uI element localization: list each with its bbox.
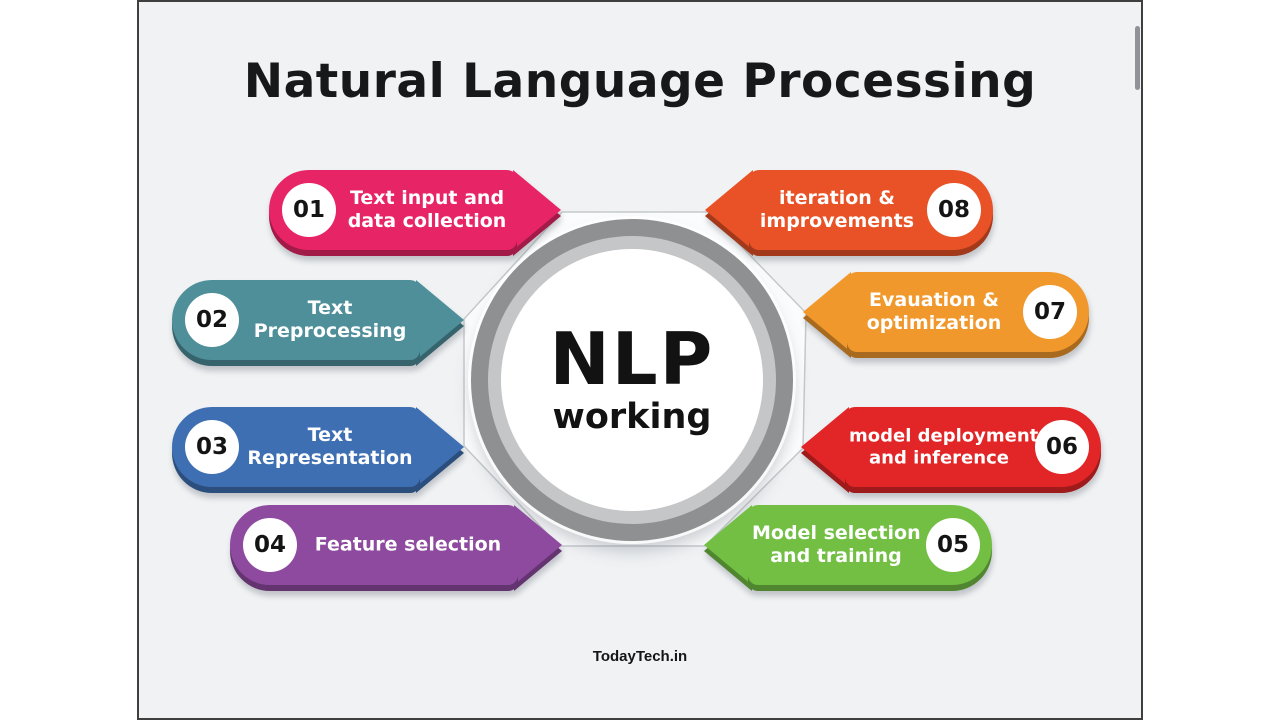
step-label: iteration & improvements	[759, 187, 915, 232]
hub-subheading: working	[552, 397, 712, 437]
scrollbar-thumb[interactable]	[1135, 26, 1140, 90]
badge-arrow-tip	[801, 407, 849, 487]
step-number: 03	[185, 420, 239, 474]
hub-ring-inner: NLP working	[488, 236, 776, 524]
badge-arrow-tip	[803, 272, 851, 352]
step-label: Text input and data collection	[347, 187, 507, 232]
step-label: Model selection and training	[752, 522, 921, 567]
step-number: 05	[926, 518, 980, 572]
step-number: 07	[1023, 285, 1077, 339]
step-badge-04: 04 Feature selection	[230, 505, 562, 591]
badge-arrow-tip	[416, 407, 464, 487]
step-badge-06: 06 model deployment and inference	[801, 407, 1101, 493]
step-badge-05: 05 Model selection and training	[704, 505, 992, 591]
step-badge-02: 02 Text Preprocessing	[172, 280, 464, 366]
page-title: Natural Language Processing	[243, 54, 1037, 109]
step-label: model deployment and inference	[849, 425, 1039, 468]
badge-arrow-tip	[704, 505, 752, 585]
badge-arrow-tip	[514, 505, 562, 585]
step-number: 08	[927, 183, 981, 237]
step-number: 04	[243, 518, 297, 572]
infographic-canvas: Natural Language Processing NLP working …	[137, 0, 1143, 720]
badge-arrow-tip	[705, 170, 753, 250]
step-label: Text Preprocessing	[253, 297, 407, 342]
step-badge-03: 03 Text Representation	[172, 407, 464, 493]
badge-arrow-tip	[513, 170, 561, 250]
step-badge-01: 01 Text input and data collection	[269, 170, 561, 256]
step-number: 01	[282, 183, 336, 237]
step-label: Feature selection	[314, 533, 502, 556]
step-badge-07: 07 Evauation & optimization	[803, 272, 1089, 358]
step-label: Text Representation	[247, 424, 413, 469]
hub-heading: NLP	[549, 317, 715, 401]
step-number: 06	[1035, 420, 1089, 474]
step-label: Evauation & optimization	[866, 289, 1002, 334]
step-number: 02	[185, 293, 239, 347]
brand-watermark: TodayTech.in	[592, 648, 688, 665]
hub-ring-outer: NLP working	[471, 219, 793, 541]
badge-arrow-tip	[416, 280, 464, 360]
hub-circle: NLP working	[501, 249, 763, 511]
step-badge-08: 08 iteration & improvements	[705, 170, 993, 256]
